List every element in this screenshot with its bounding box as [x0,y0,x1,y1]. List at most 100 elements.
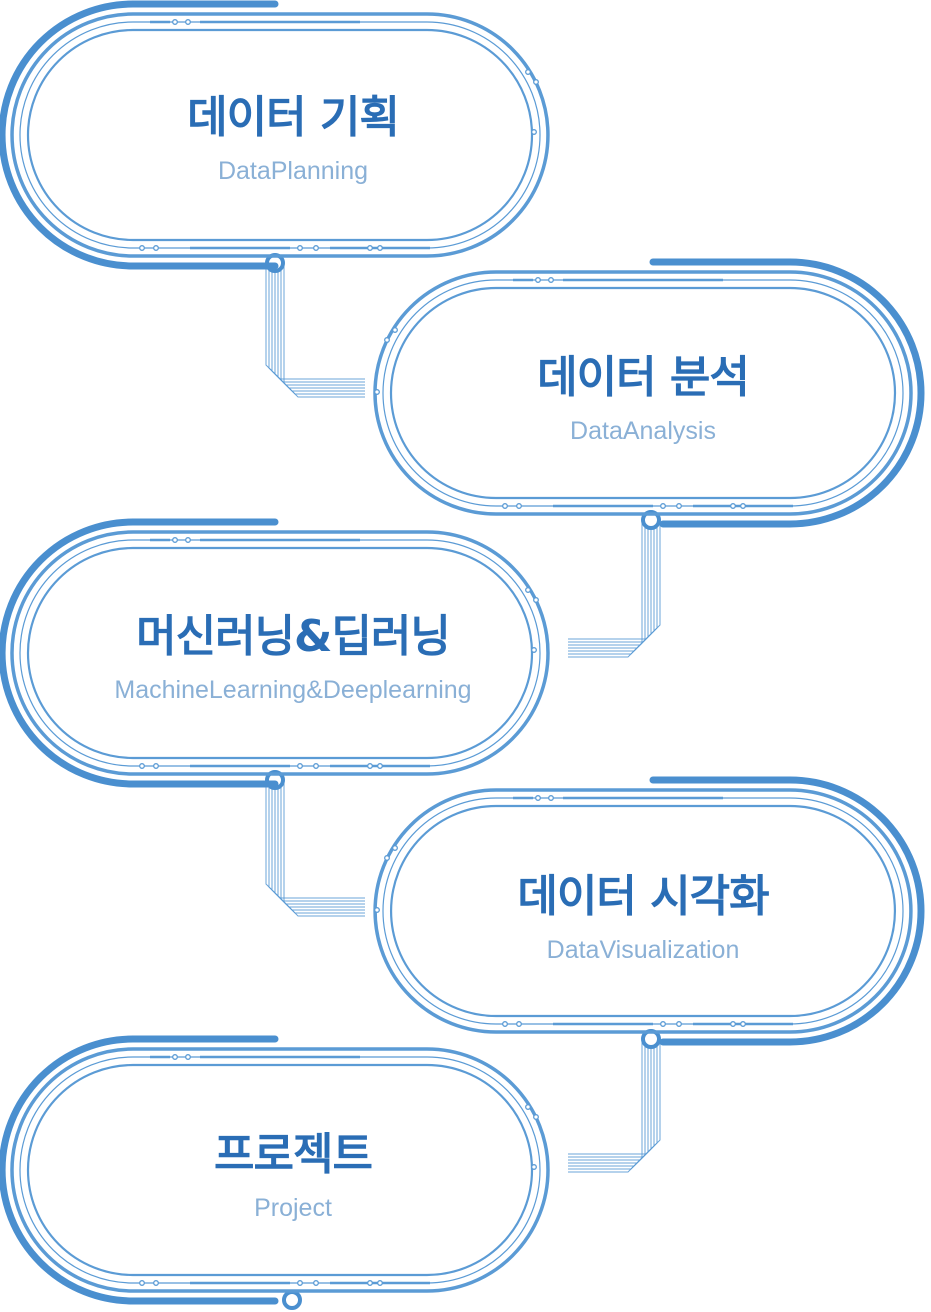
circuit-dot [374,389,380,395]
trace-line [280,265,365,395]
end-node [282,1290,302,1310]
circuit-dot [531,647,537,653]
stage-2-pill [373,258,925,528]
circuit-dot [367,763,373,769]
pill-outline [10,530,550,776]
circuit-dot [313,763,319,769]
circuit-dot [297,245,303,251]
trace-line [568,522,649,652]
circuit-dot [548,277,554,283]
circuit-dot [374,907,380,913]
circuit-dot [377,763,383,769]
trace-line [271,782,365,905]
circuit-dot [367,1280,373,1286]
circuit-dot [502,1021,508,1027]
circuit-dot [384,337,390,343]
trace-line [568,1041,658,1158]
outer-arc [649,258,925,528]
pill-inner-outline [26,546,534,760]
circuit-dot [730,503,736,509]
stage-4-pill [373,776,925,1046]
pill-outline [10,12,550,258]
trace-line [283,265,365,398]
circuit-dot [533,1114,539,1120]
circuit-dot [740,1021,746,1027]
circuit-dot [185,19,191,25]
stage-1-subtitle: DataPlanning [217,157,369,185]
trace-line [274,265,365,389]
pill-outline [10,1047,550,1293]
trace-line [568,1041,661,1155]
stage-5-text: 프로젝트 Project [13,1127,573,1237]
circuit-dot [139,245,145,251]
circuit-dot [531,1164,537,1170]
stage-4-subtitle: DataVisualization [546,936,740,964]
trace-line [568,1041,655,1161]
trace-line [268,265,365,383]
circuit-dot [313,245,319,251]
junction-node [641,510,661,530]
circuit-dot [153,245,159,251]
circuit-dot [185,537,191,543]
stage-5-subtitle: Project [254,1194,332,1222]
trace-line [568,1041,643,1173]
circuit-dot [535,795,541,801]
circuit-dot [516,503,522,509]
circuit-dot [297,1280,303,1286]
outer-arc [0,1035,279,1305]
stage-4-title: 데이터 시각화 [517,871,769,922]
connectors [265,253,661,1310]
circuit-dot [392,845,398,851]
circuit-dot [153,763,159,769]
circuit-dot [172,1054,178,1060]
circuit-dot [172,537,178,543]
circuit-dot [139,1280,145,1286]
circuit-dot [525,587,531,593]
pill-inner-outline [389,804,897,1018]
stage-5-title: 프로젝트 [214,1129,373,1180]
trace-line [568,522,646,655]
circuit-dot [185,1054,191,1060]
circuit-dot [525,69,531,75]
circuit-dot [531,129,537,135]
stage-1-title: 데이터 기획 [187,92,400,143]
circuit-dot [392,327,398,333]
circuit-dot [313,1280,319,1286]
connector-4 [568,1029,661,1173]
circuit-dot [533,79,539,85]
circuit-dot [172,19,178,25]
pill-inner-outline [389,286,897,500]
circuit-dot [384,855,390,861]
trace-line [277,265,365,392]
circuit-dot [535,277,541,283]
connector-1 [265,253,365,398]
stage-1-text: 데이터 기획 DataPlanning [13,90,573,200]
pill-inner-outline [26,28,534,242]
outer-arc [0,518,279,788]
circuit-dot [367,245,373,251]
circuit-dot [740,503,746,509]
stage-3-subtitle: MachineLearning&Deeplearning [114,676,472,704]
trace-line [568,1041,646,1170]
stage-1-pill [0,0,550,270]
circuit-dot [516,1021,522,1027]
circuit-dot [377,245,383,251]
stage-2-subtitle: DataAnalysis [570,417,716,445]
circuit-dot [377,1280,383,1286]
circuit-dot [730,1021,736,1027]
circuit-dot [297,763,303,769]
outer-arc [0,0,279,270]
connector-3 [265,770,365,917]
trace-line [568,522,655,646]
stage-4-text: 데이터 시각화 DataVisualization [363,869,923,979]
circuit-dot [139,763,145,769]
pill-outline [373,788,913,1034]
circuit-dot [153,1280,159,1286]
pill-inner-outline [26,1063,534,1277]
circuit-dot [533,597,539,603]
stage-3-pill [0,518,550,788]
connector-2 [568,510,661,658]
trace-line [568,522,661,640]
